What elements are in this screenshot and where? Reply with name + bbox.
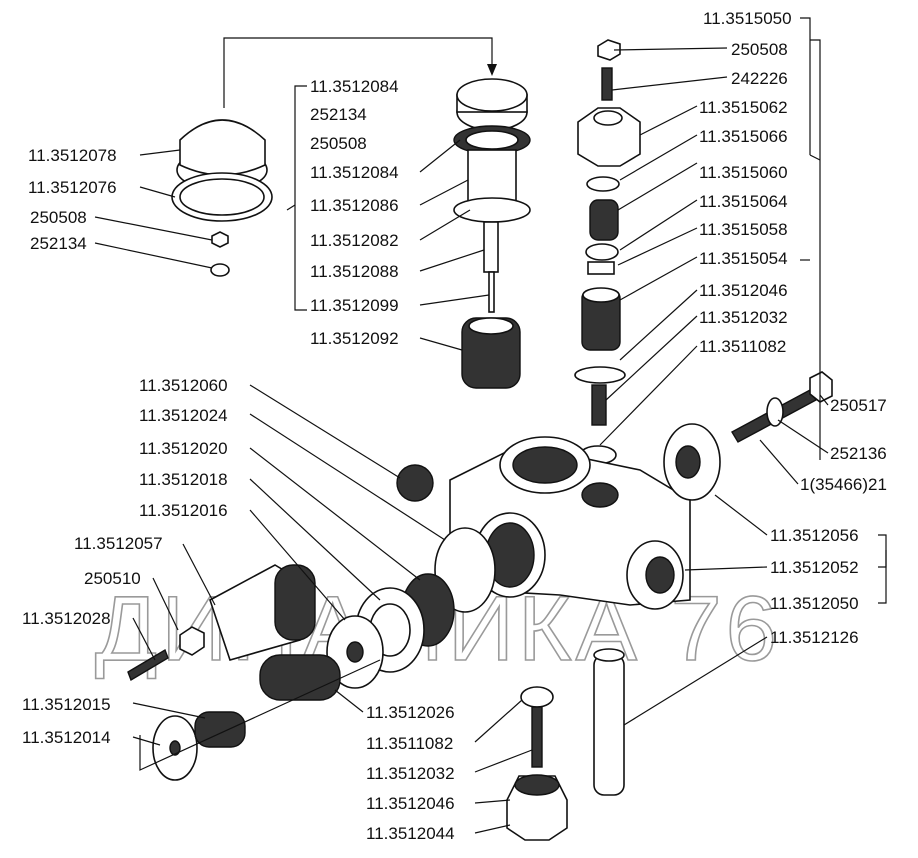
part-label: 242226 (731, 69, 788, 88)
part-label: 250508 (731, 40, 788, 59)
part-label: 11.3515066 (699, 127, 788, 146)
part-label: 11.3512050 (770, 594, 859, 613)
part-label: 11.3515054 (699, 249, 788, 268)
part-label: 250517 (830, 396, 887, 415)
part-label: 11.3512084 (310, 77, 399, 96)
part-label: 11.3512044 (366, 824, 455, 843)
part-label: 11.3515050 (703, 9, 792, 28)
labels-bottom-middle: 11.3512026 11.3511082 11.3512032 11.3512… (366, 703, 455, 843)
part-label: 250508 (30, 208, 87, 227)
part-label: 250508 (310, 134, 367, 153)
part-label: 11.3511082 (366, 734, 453, 753)
part-label: 11.3512026 (366, 703, 455, 722)
leader-lines (94, 17, 887, 834)
part-label: 11.3512078 (28, 146, 117, 165)
labels-top-middle: 11.3512084 252134 250508 11.3512084 11.3… (310, 77, 399, 348)
plunger-part (453, 78, 531, 389)
labels-top-right: 11.3515050 250508 242226 11.3515062 11.3… (699, 9, 792, 356)
part-label: 11.3512032 (699, 308, 788, 327)
part-label: 11.3512016 (139, 501, 228, 520)
part-label: 11.3512126 (770, 628, 859, 647)
labels-right: 250517 252136 1(35466)21 11.3512056 11.3… (770, 396, 887, 647)
arrow-head-icon (487, 64, 497, 76)
part-label: 11.3512084 (310, 163, 399, 182)
part-label: 11.3512092 (310, 329, 399, 348)
valve-stack-part (574, 39, 641, 465)
assembly-arrow (223, 37, 493, 108)
part-label: 11.3512032 (366, 764, 455, 783)
part-label: 252136 (830, 444, 887, 463)
part-label: 11.3512099 (310, 296, 399, 315)
part-label: 11.3512018 (139, 470, 228, 489)
bolt-part (731, 371, 833, 443)
bottom-valve-part (506, 648, 625, 841)
part-label: 252134 (30, 234, 87, 253)
part-label: 11.3512060 (139, 376, 228, 395)
labels-top-left: 11.3512078 11.3512076 250508 252134 (28, 146, 117, 253)
part-label: 11.3512046 (699, 281, 788, 300)
part-label: 11.3515060 (699, 163, 788, 182)
part-label: 11.3515064 (699, 192, 788, 211)
part-label: 11.3515058 (699, 220, 788, 239)
part-label: 11.3512024 (139, 406, 228, 425)
part-label: 11.3512014 (22, 728, 111, 747)
cap-part (171, 119, 273, 277)
part-label: 250510 (84, 569, 141, 588)
part-label: 11.3515062 (699, 98, 788, 117)
part-label: 11.3512088 (310, 262, 399, 281)
part-label: 11.3512015 (22, 695, 111, 714)
part-label: 11.3512086 (310, 196, 399, 215)
labels-middle-left: 11.3512060 11.3512024 11.3512020 11.3512… (22, 376, 228, 747)
part-label: 11.3512057 (74, 534, 163, 553)
plug-part (127, 464, 496, 781)
part-label: 11.3512052 (770, 558, 859, 577)
part-label: 11.3512076 (28, 178, 117, 197)
part-label: 11.3512046 (366, 794, 455, 813)
part-label: 11.3512028 (22, 609, 111, 628)
part-label: 252134 (310, 105, 367, 124)
part-label: 11.3512020 (139, 439, 228, 458)
pump-body-part (449, 423, 721, 610)
part-label: 1(35466)21 (800, 475, 887, 494)
part-label: 11.3511082 (699, 337, 786, 356)
part-label: 11.3512056 (770, 526, 859, 545)
part-label: 11.3512082 (310, 231, 399, 250)
